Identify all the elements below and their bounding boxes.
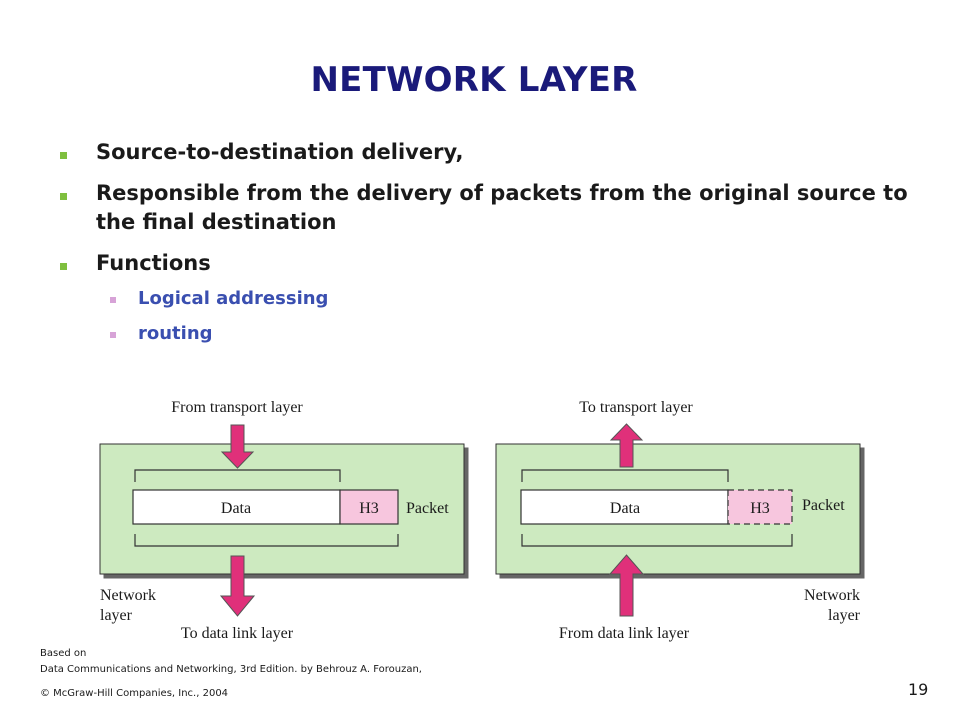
header-box <box>339 489 399 525</box>
sub-bullet-square-icon <box>110 332 116 338</box>
arrow-up-icon <box>609 423 644 468</box>
header-box-dashed <box>727 489 793 525</box>
bullet-text: Responsible from the delivery of packets… <box>96 181 908 234</box>
bullet-square-icon <box>60 263 67 270</box>
sub-bullet-text: routing <box>138 323 213 344</box>
sub-bullet-item: Logical addressing <box>60 286 940 312</box>
top-label: From transport layer <box>171 399 303 416</box>
sender-diagram: Data H3 Packet From transport layer To d… <box>99 399 465 642</box>
layer-label-line2: layer <box>100 607 133 624</box>
bullet-square-icon <box>60 152 67 159</box>
layer-label-line2: layer <box>828 607 861 624</box>
page-number: 19 <box>908 680 929 699</box>
bracket-top <box>134 469 341 482</box>
slide-title: NETWORK LAYER <box>310 60 638 100</box>
bullet-text: Source-to-destination delivery, <box>96 140 464 164</box>
bullet-square-icon <box>60 193 67 200</box>
bullet-item: Functions <box>60 249 940 278</box>
footer-copyright: © McGraw-Hill Companies, Inc., 2004 <box>40 688 229 699</box>
bullet-text: Functions <box>96 251 211 275</box>
layer-label-line1: Network <box>100 587 156 604</box>
packet-label: Packet <box>802 497 845 514</box>
arrow-up-icon <box>608 554 645 617</box>
header-label: H3 <box>359 500 379 517</box>
bottom-label: To data link layer <box>181 625 294 642</box>
bullet-item: Responsible from the delivery of packets… <box>60 179 940 237</box>
bullet-list: Source-to-destination delivery, Responsi… <box>60 138 940 356</box>
footer-source-line1: Based on <box>40 648 87 659</box>
arrow-down-icon <box>220 424 255 469</box>
arrow-down-icon <box>219 555 256 617</box>
bracket-top <box>521 469 729 482</box>
sub-bullet-square-icon <box>110 297 116 303</box>
footer-source-line2: Data Communications and Networking, 3rd … <box>40 664 422 675</box>
bracket-bottom <box>134 534 399 547</box>
sub-bullet-text: Logical addressing <box>138 288 329 309</box>
data-label: Data <box>221 500 251 517</box>
receiver-diagram: Data H3 Packet To transport layer From d… <box>495 399 861 642</box>
layer-label-line1: Network <box>804 587 860 604</box>
bullet-item: Source-to-destination delivery, <box>60 138 940 167</box>
data-box <box>132 489 341 525</box>
top-label: To transport layer <box>579 399 693 416</box>
bottom-label: From data link layer <box>559 625 690 642</box>
header-label: H3 <box>750 500 770 517</box>
data-label: Data <box>610 500 640 517</box>
packet-label: Packet <box>406 500 449 517</box>
data-box <box>520 489 729 525</box>
sub-bullet-item: routing <box>60 321 940 347</box>
bracket-bottom <box>521 534 793 547</box>
